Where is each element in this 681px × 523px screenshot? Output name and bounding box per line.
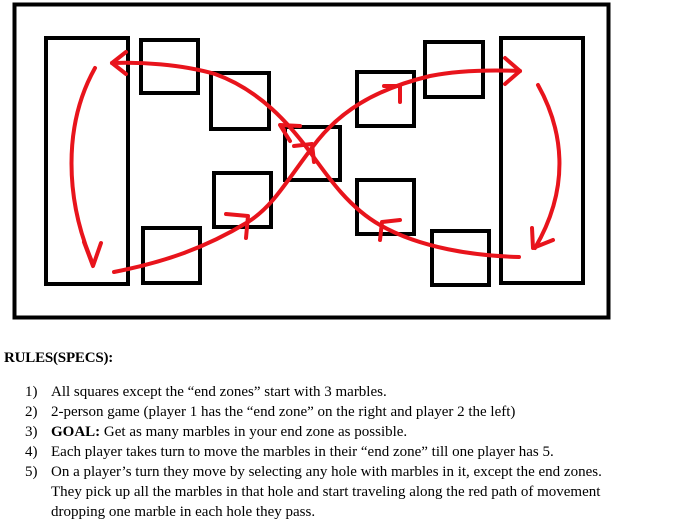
rule-number: 2)	[25, 404, 38, 420]
right-top-inner-hole[interactable]	[355, 70, 416, 128]
arrowhead-right-top	[382, 84, 402, 104]
rule-item: 2) 2-person game (player 1 has the “end …	[0, 402, 611, 422]
movement-path	[69, 50, 562, 274]
arrowhead-left-endzone-top	[110, 50, 128, 76]
rule-number: 4)	[25, 444, 38, 460]
game-board	[12, 2, 611, 320]
path-diagonal-up	[112, 68, 522, 274]
left-bottom-inner-hole[interactable]	[212, 171, 273, 229]
path-right-endzone-down	[533, 83, 562, 250]
right-bottom-outer-hole[interactable]	[430, 229, 491, 287]
rule-number: 5)	[25, 464, 38, 480]
rule-number: 3)	[25, 424, 38, 440]
rule-item: 5) On a player’s turn they move by selec…	[0, 462, 611, 522]
rule-text: 2-person game (player 1 has the “end zon…	[51, 404, 516, 420]
rule-item: 1) All squares except the “end zones” st…	[0, 382, 611, 402]
rule-item: 3) GOAL: Get as many marbles in your end…	[0, 422, 611, 442]
board-frame	[12, 2, 611, 320]
rule-text: On a player’s turn they move by selectin…	[51, 464, 602, 520]
left-top-outer-hole[interactable]	[139, 38, 200, 95]
rule-text: Get as many marbles in your end zone as …	[100, 424, 408, 440]
right-end-zone[interactable]	[499, 36, 585, 285]
rule-item: 4) Each player takes turn to move the ma…	[0, 442, 611, 462]
rules-heading: RULES(SPECS):	[4, 350, 114, 366]
arrowhead-right-endzone	[530, 226, 555, 250]
rule-strong-label: GOAL:	[51, 424, 101, 440]
arrowhead-left-endzone	[82, 240, 103, 268]
rules-list: 1) All squares except the “end zones” st…	[0, 382, 611, 522]
arrowhead-right-bottom	[378, 218, 402, 242]
arrowhead-center-left	[278, 123, 302, 143]
left-end-zone[interactable]	[44, 36, 130, 286]
left-top-inner-hole[interactable]	[209, 71, 271, 131]
rule-text: All squares except the “end zones” start…	[51, 384, 387, 400]
left-bottom-outer-hole[interactable]	[141, 226, 202, 285]
arrowhead-left-bottom	[224, 212, 250, 240]
center-hole[interactable]	[283, 125, 342, 182]
path-diagonal-down	[110, 60, 521, 259]
rule-number: 1)	[25, 384, 38, 400]
path-left-endzone-down	[69, 66, 97, 266]
rule-text: Each player takes turn to move the marbl…	[51, 444, 554, 460]
arrowhead-right-endzone-top	[503, 56, 522, 86]
